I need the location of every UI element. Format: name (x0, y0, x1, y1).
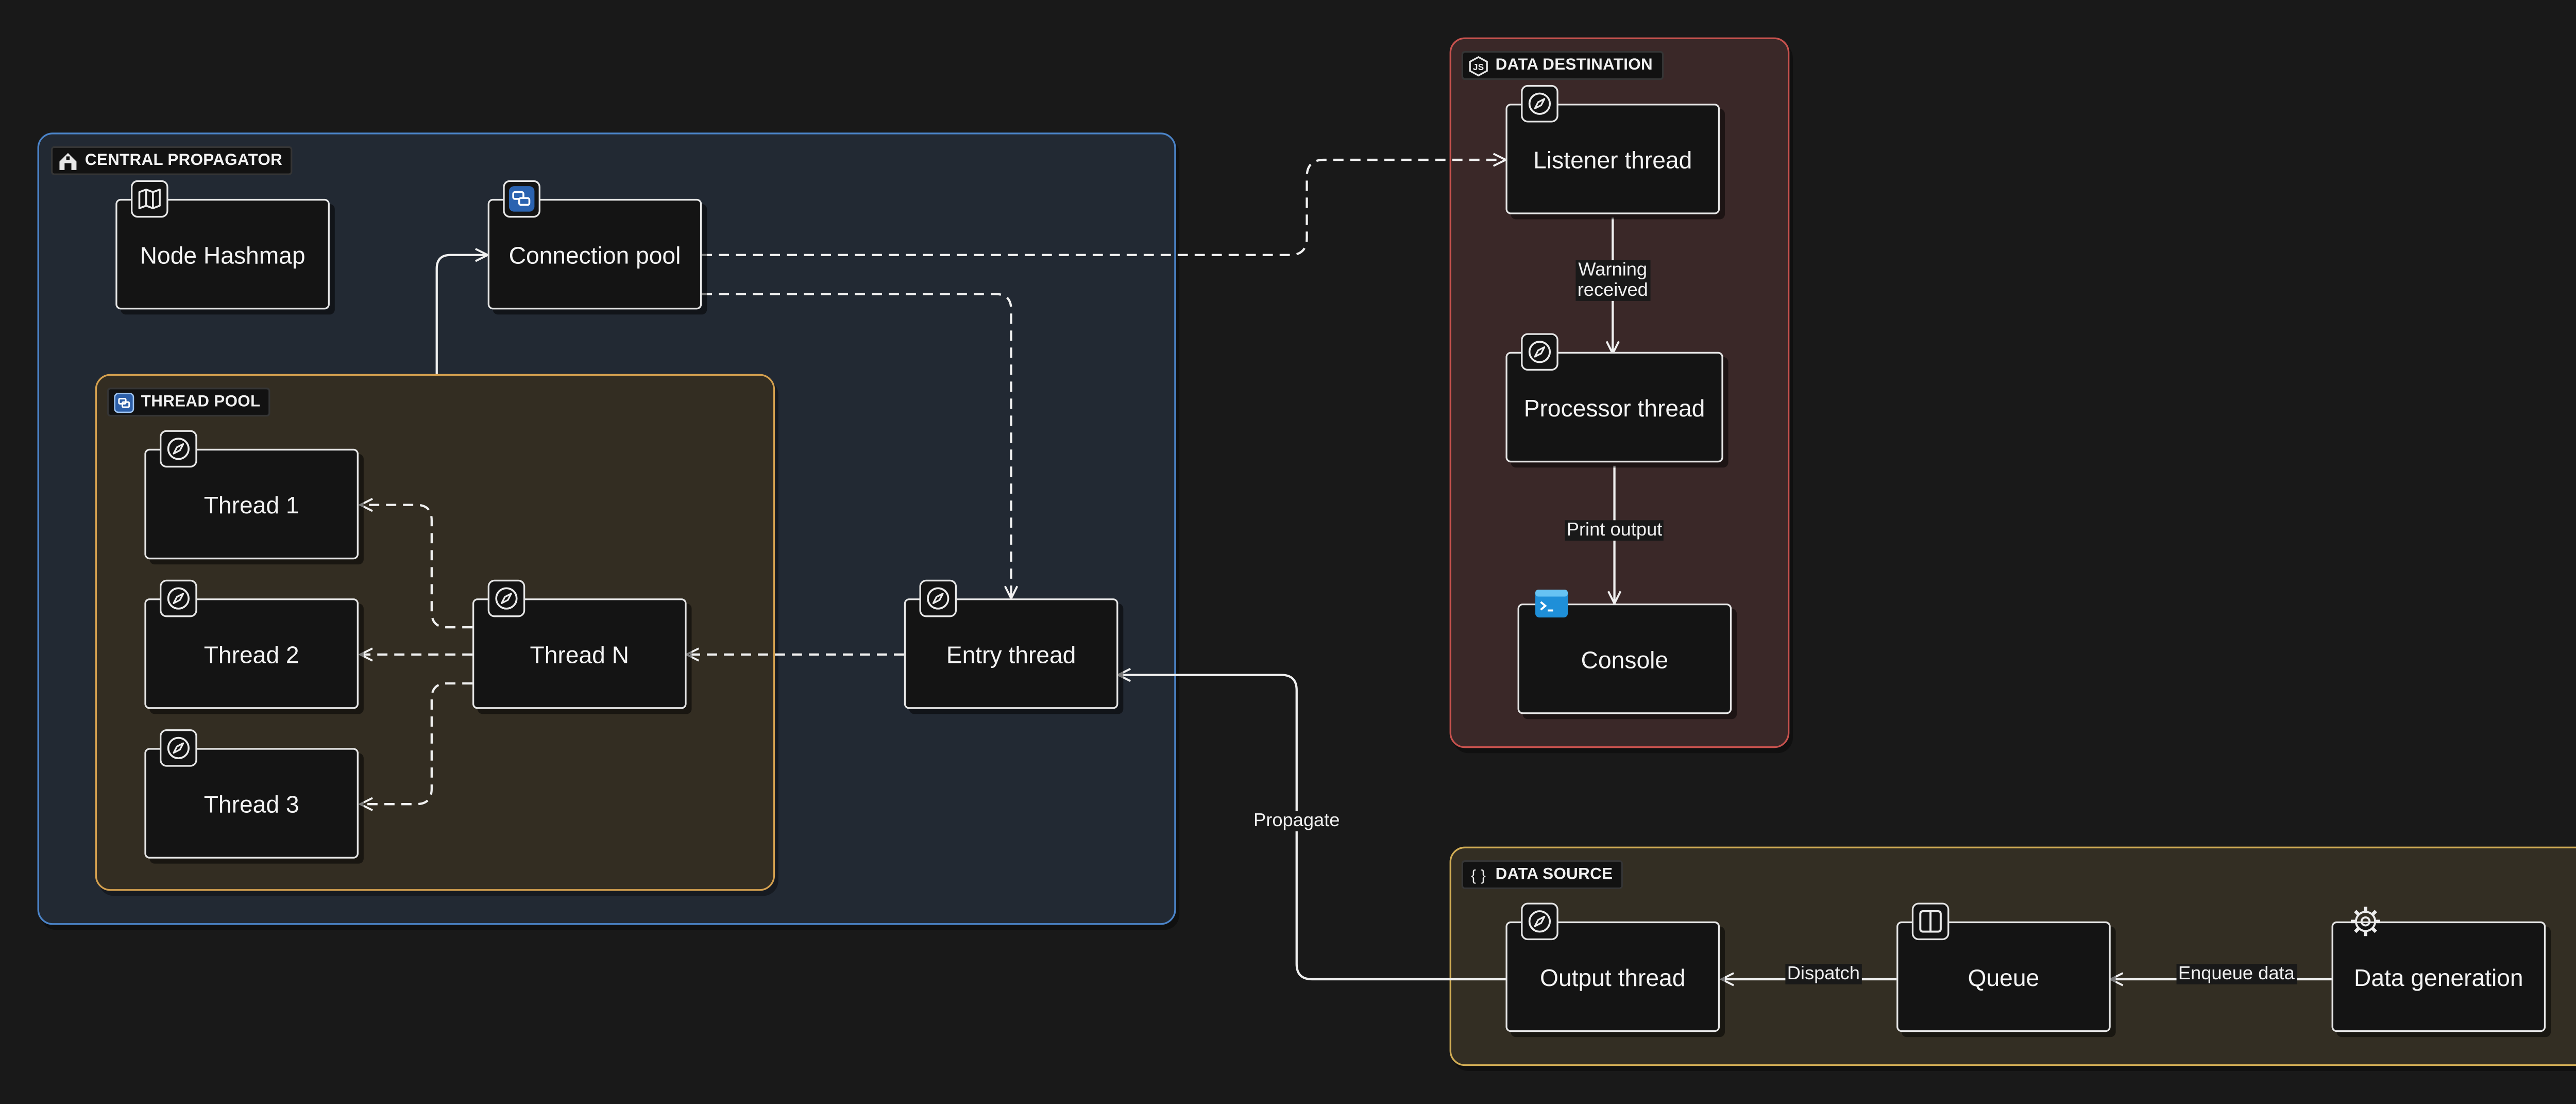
thread-pool-title: THREAD POOL (141, 392, 261, 412)
data-destination-title: DATA DESTINATION (1495, 56, 1653, 75)
compass-icon (919, 579, 957, 617)
svg-text:JS: JS (1473, 61, 1484, 71)
edge-threadpool-to-connection-pool (435, 255, 488, 374)
queue-icon (1911, 902, 1950, 941)
compass-icon (1521, 333, 1558, 371)
data-source-title: DATA SOURCE (1495, 865, 1613, 884)
thread-n-label: Thread N (530, 640, 630, 667)
processor-thread-node[interactable]: Processor thread (1505, 333, 1723, 463)
output-thread-node[interactable]: Output thread (1505, 902, 1720, 1032)
entry-thread-label: Entry thread (946, 640, 1076, 667)
connection-pool-label: Connection pool (509, 240, 681, 268)
connection-pool-icon (503, 180, 540, 218)
processor-thread-label: Processor thread (1523, 393, 1705, 421)
node-hashmap-label: Node Hashmap (140, 240, 306, 268)
compass-icon (487, 579, 526, 617)
thread-n-node[interactable]: Thread N (472, 579, 687, 709)
edge-label-dispatch: Dispatch (1785, 964, 1862, 984)
data-generation-label: Data generation (2353, 963, 2523, 991)
gear-icon (2347, 903, 2384, 941)
data-destination-label: JS DATA DESTINATION (1461, 51, 1663, 80)
curly-braces-icon: { } (1471, 866, 1486, 883)
data-generation-node[interactable]: Data generation (2331, 907, 2546, 1032)
edge-thread-n-to-thread-3 (360, 682, 472, 804)
js-icon: JS (1468, 55, 1489, 76)
compass-icon (160, 579, 197, 617)
compass-icon (1521, 85, 1558, 123)
output-thread-label: Output thread (1540, 963, 1686, 991)
console-node[interactable]: Console (1517, 589, 1732, 714)
terminal-icon (1533, 585, 1570, 623)
compass-icon (160, 729, 197, 767)
central-propagator-label: CENTRAL PROPAGATOR (50, 146, 293, 175)
listener-thread-label: Listener thread (1533, 145, 1692, 173)
queue-node[interactable]: Queue (1896, 902, 2111, 1032)
edge-label-warning-received: Warning received (1575, 260, 1650, 301)
thread-pool-icon (114, 392, 134, 412)
thread-1-label: Thread 1 (204, 490, 299, 518)
node-hashmap[interactable]: Node Hashmap (115, 180, 330, 310)
thread-2-label: Thread 2 (204, 640, 299, 667)
edge-thread-n-to-thread-1 (360, 505, 472, 629)
console-label: Console (1581, 645, 1669, 673)
data-source-label: { } DATA SOURCE (1461, 860, 1623, 890)
compass-icon (1521, 902, 1558, 941)
edge-label-print-output: Print output (1565, 520, 1664, 541)
connection-pool-node[interactable]: Connection pool (487, 180, 702, 310)
central-propagator-icon (58, 150, 78, 171)
edge-connection-pool-to-entry-thread (702, 293, 1011, 598)
edge-label-propagate: Propagate (1251, 811, 1342, 831)
thread-3-label: Thread 3 (204, 790, 299, 817)
thread-pool-label: THREAD POOL (107, 388, 271, 417)
queue-label: Queue (1968, 963, 2040, 991)
thread-3-node[interactable]: Thread 3 (144, 729, 359, 859)
edge-label-enqueue-data: Enqueue data (2176, 964, 2297, 984)
map-icon (130, 180, 168, 218)
edge-connection-pool-to-listener-thread (702, 160, 1505, 256)
listener-thread-node[interactable]: Listener thread (1505, 85, 1720, 214)
thread-2-node[interactable]: Thread 2 (144, 579, 359, 709)
entry-thread-node[interactable]: Entry thread (904, 579, 1118, 709)
central-propagator-title: CENTRAL PROPAGATOR (84, 151, 283, 170)
compass-icon (160, 430, 197, 468)
thread-1-node[interactable]: Thread 1 (144, 430, 359, 560)
